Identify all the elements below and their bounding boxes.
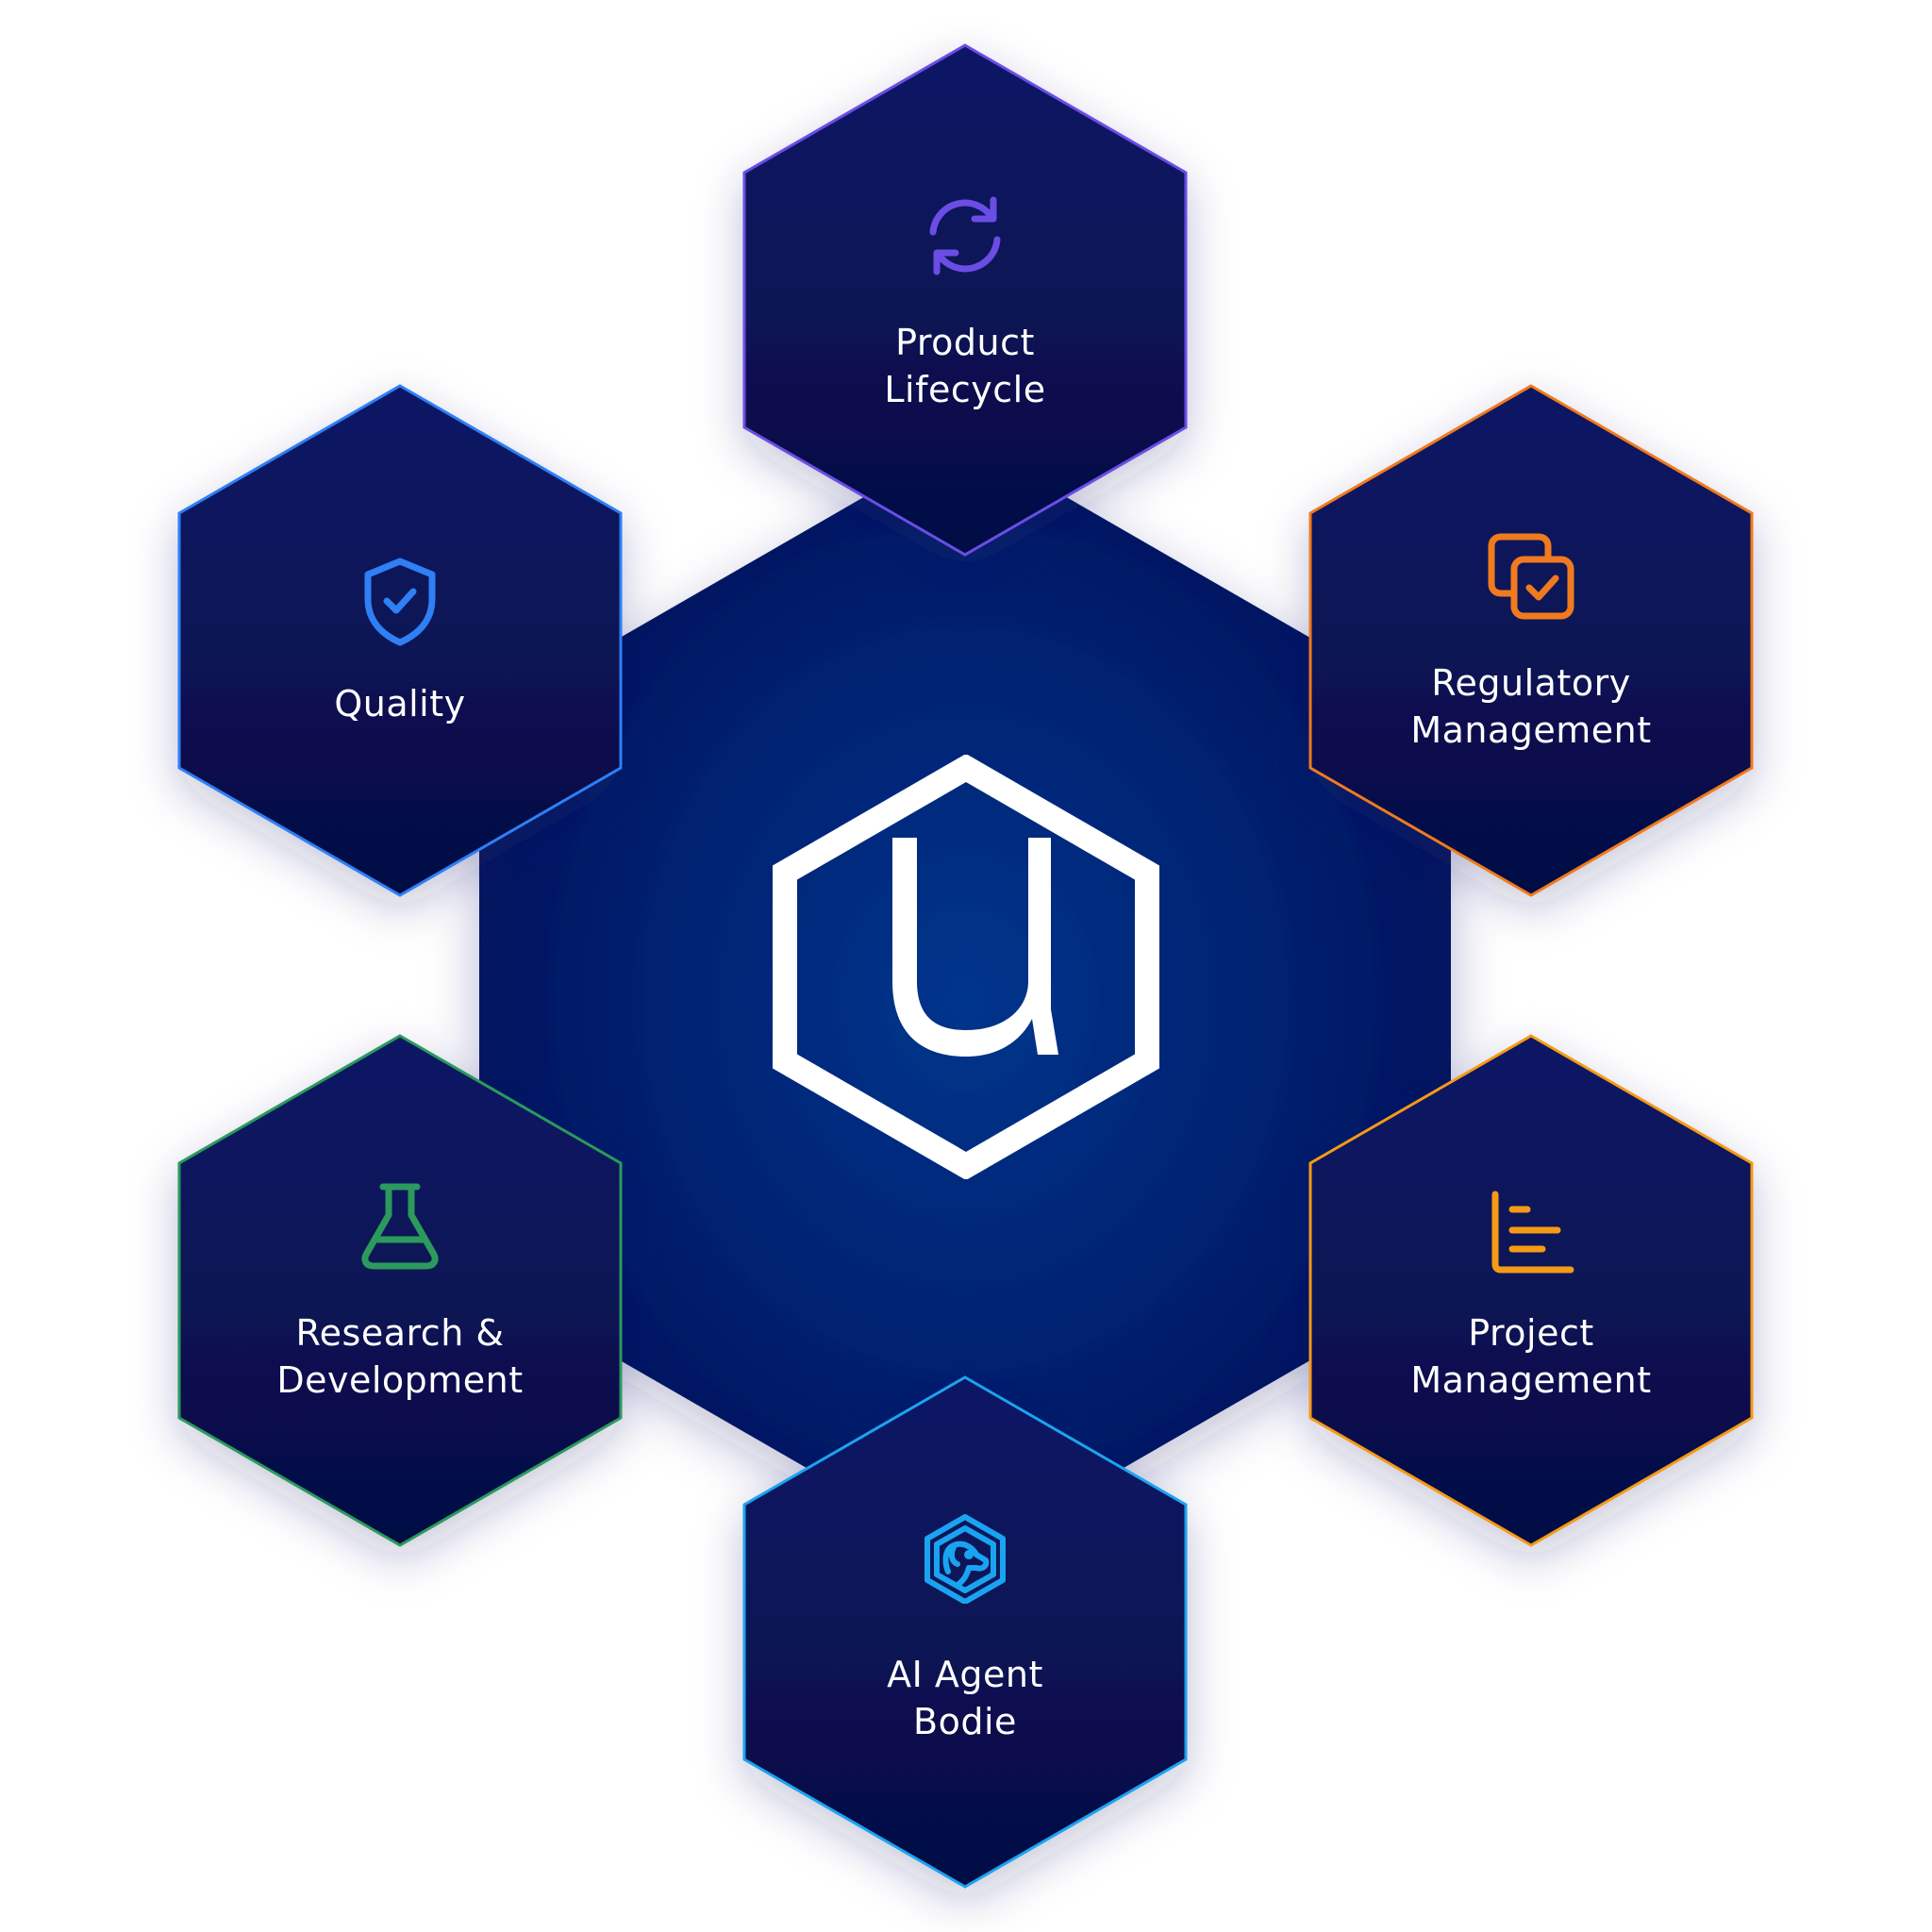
copy-check-icon bbox=[1488, 533, 1574, 620]
refresh-cycle-icon bbox=[929, 196, 1001, 275]
flask-icon bbox=[361, 1183, 439, 1270]
module-research-development[interactable]: Research & Development bbox=[174, 1030, 626, 1551]
hexagon-product-lifecycle bbox=[742, 43, 1188, 557]
module-regulatory-management[interactable]: Regulatory Management bbox=[1305, 380, 1757, 901]
module-label-ai-agent-bodie: AI Agent Bodie bbox=[887, 1654, 1043, 1742]
module-label-project-management: Project Management bbox=[1410, 1312, 1652, 1401]
module-product-lifecycle[interactable]: Product Lifecycle bbox=[739, 40, 1191, 560]
module-label-quality: Quality bbox=[334, 683, 466, 724]
hexagon-ai-agent-bodie bbox=[742, 1375, 1188, 1889]
dog-hexagon-icon bbox=[924, 1514, 1006, 1604]
module-label-regulatory-management: Regulatory Management bbox=[1410, 662, 1652, 751]
module-label-product-lifecycle: Product Lifecycle bbox=[884, 322, 1046, 410]
shield-check-icon bbox=[364, 558, 436, 646]
module-ai-agent-bodie[interactable]: AI Agent Bodie bbox=[739, 1372, 1191, 1892]
bar-list-chart-icon bbox=[1491, 1191, 1574, 1274]
u-logo-icon bbox=[773, 755, 1159, 1179]
module-project-management[interactable]: Project Management bbox=[1305, 1030, 1757, 1551]
module-label-research-development: Research & Development bbox=[276, 1312, 524, 1401]
logo-letter-u bbox=[892, 838, 1058, 1057]
module-quality[interactable]: Quality bbox=[174, 380, 626, 901]
hexagon-research-development bbox=[177, 1034, 623, 1547]
hexagon-regulatory-management bbox=[1308, 384, 1754, 897]
hexagon-project-management bbox=[1308, 1034, 1754, 1547]
